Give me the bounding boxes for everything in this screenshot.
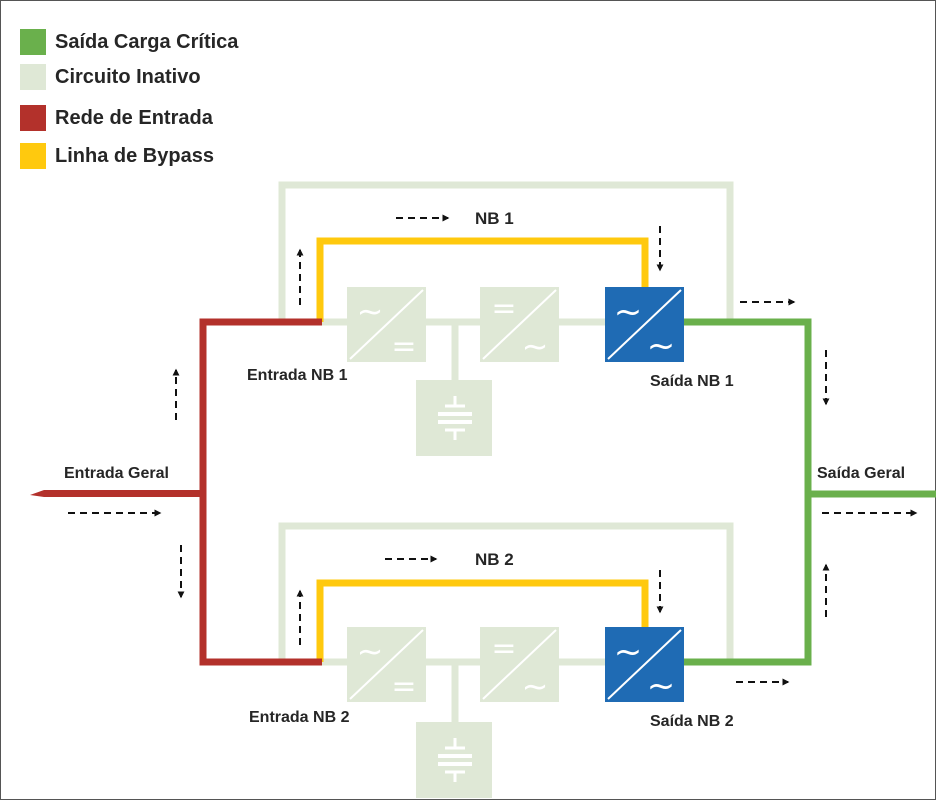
legend-label-mains-input: Rede de Entrada: [55, 107, 213, 129]
nb1-label: NB 1: [475, 209, 514, 228]
nb2-output-label: Saída NB 2: [650, 713, 734, 730]
main-input-label: Entrada Geral: [64, 465, 169, 482]
mains-input-lines: [30, 318, 322, 666]
main-input-feed: [30, 490, 203, 497]
nb2-rectifier-block: ~ =: [347, 627, 426, 704]
nb1-inverter-ac-out-symbol: ~: [647, 326, 676, 366]
nb2-label: NB 2: [475, 550, 514, 569]
mains-distribution-bus: [199, 318, 322, 666]
flow-arrows: [68, 214, 918, 686]
nb1-input-label: Entrada NB 1: [247, 367, 348, 384]
nb2-battery-block: [416, 722, 492, 798]
unit-nb1: ~ = = ~ ~ ~: [278, 181, 734, 456]
nb1-output-label: Saída NB 1: [650, 373, 734, 390]
nb2-rectifier-dc-symbol: =: [391, 669, 416, 704]
nb1-rectifier-dc-symbol: =: [391, 329, 416, 364]
nb2-bypass-line: [316, 579, 649, 662]
legend-swatch-bypass-line: [20, 143, 46, 169]
nb1-inverter-block[interactable]: ~ ~: [605, 287, 684, 366]
nb2-rectifier-ac-symbol: ~: [357, 632, 384, 670]
nb1-battery-block: [416, 380, 492, 456]
nb1-rectifier-block: ~ =: [347, 287, 426, 364]
critical-output-lines: [684, 318, 936, 666]
nb2-inactive-outer-bypass: [278, 522, 734, 662]
nb1-rectifier-ac-symbol: ~: [357, 292, 384, 330]
nb2-chopper-dc-symbol: =: [491, 631, 516, 666]
legend-swatch-inactive-circuit: [20, 64, 46, 90]
diagram-labels: Entrada Geral Saída Geral NB 1 NB 2 Entr…: [64, 209, 905, 730]
legend-swatch-critical-output: [20, 29, 46, 55]
legend-label-bypass-line: Linha de Bypass: [55, 145, 214, 167]
nb1-chopper-ac-symbol: ~: [522, 327, 549, 365]
main-output-label: Saída Geral: [817, 465, 905, 482]
nb1-inactive-outer-bypass: [278, 181, 734, 322]
nb1-inverter-ac-in-symbol: ~: [614, 292, 643, 332]
nb2-input-label: Entrada NB 2: [249, 709, 350, 726]
legend-swatch-mains-input: [20, 105, 46, 131]
legend-label-inactive-circuit: Circuito Inativo: [55, 66, 201, 88]
nb1-bypass-line: [316, 237, 649, 322]
nb2-inverter-block[interactable]: ~ ~: [605, 627, 684, 706]
legend-label-critical-output: Saída Carga Crítica: [55, 31, 239, 53]
nb2-inverter-ac-in-symbol: ~: [614, 632, 643, 672]
nb1-chopper-block: = ~: [480, 287, 559, 365]
nb2-chopper-ac-symbol: ~: [522, 667, 549, 705]
nb2-chopper-block: = ~: [480, 627, 559, 705]
unit-nb2: ~ = = ~ ~ ~: [278, 522, 734, 798]
nb2-inverter-ac-out-symbol: ~: [647, 666, 676, 706]
nb1-chopper-dc-symbol: =: [491, 291, 516, 326]
